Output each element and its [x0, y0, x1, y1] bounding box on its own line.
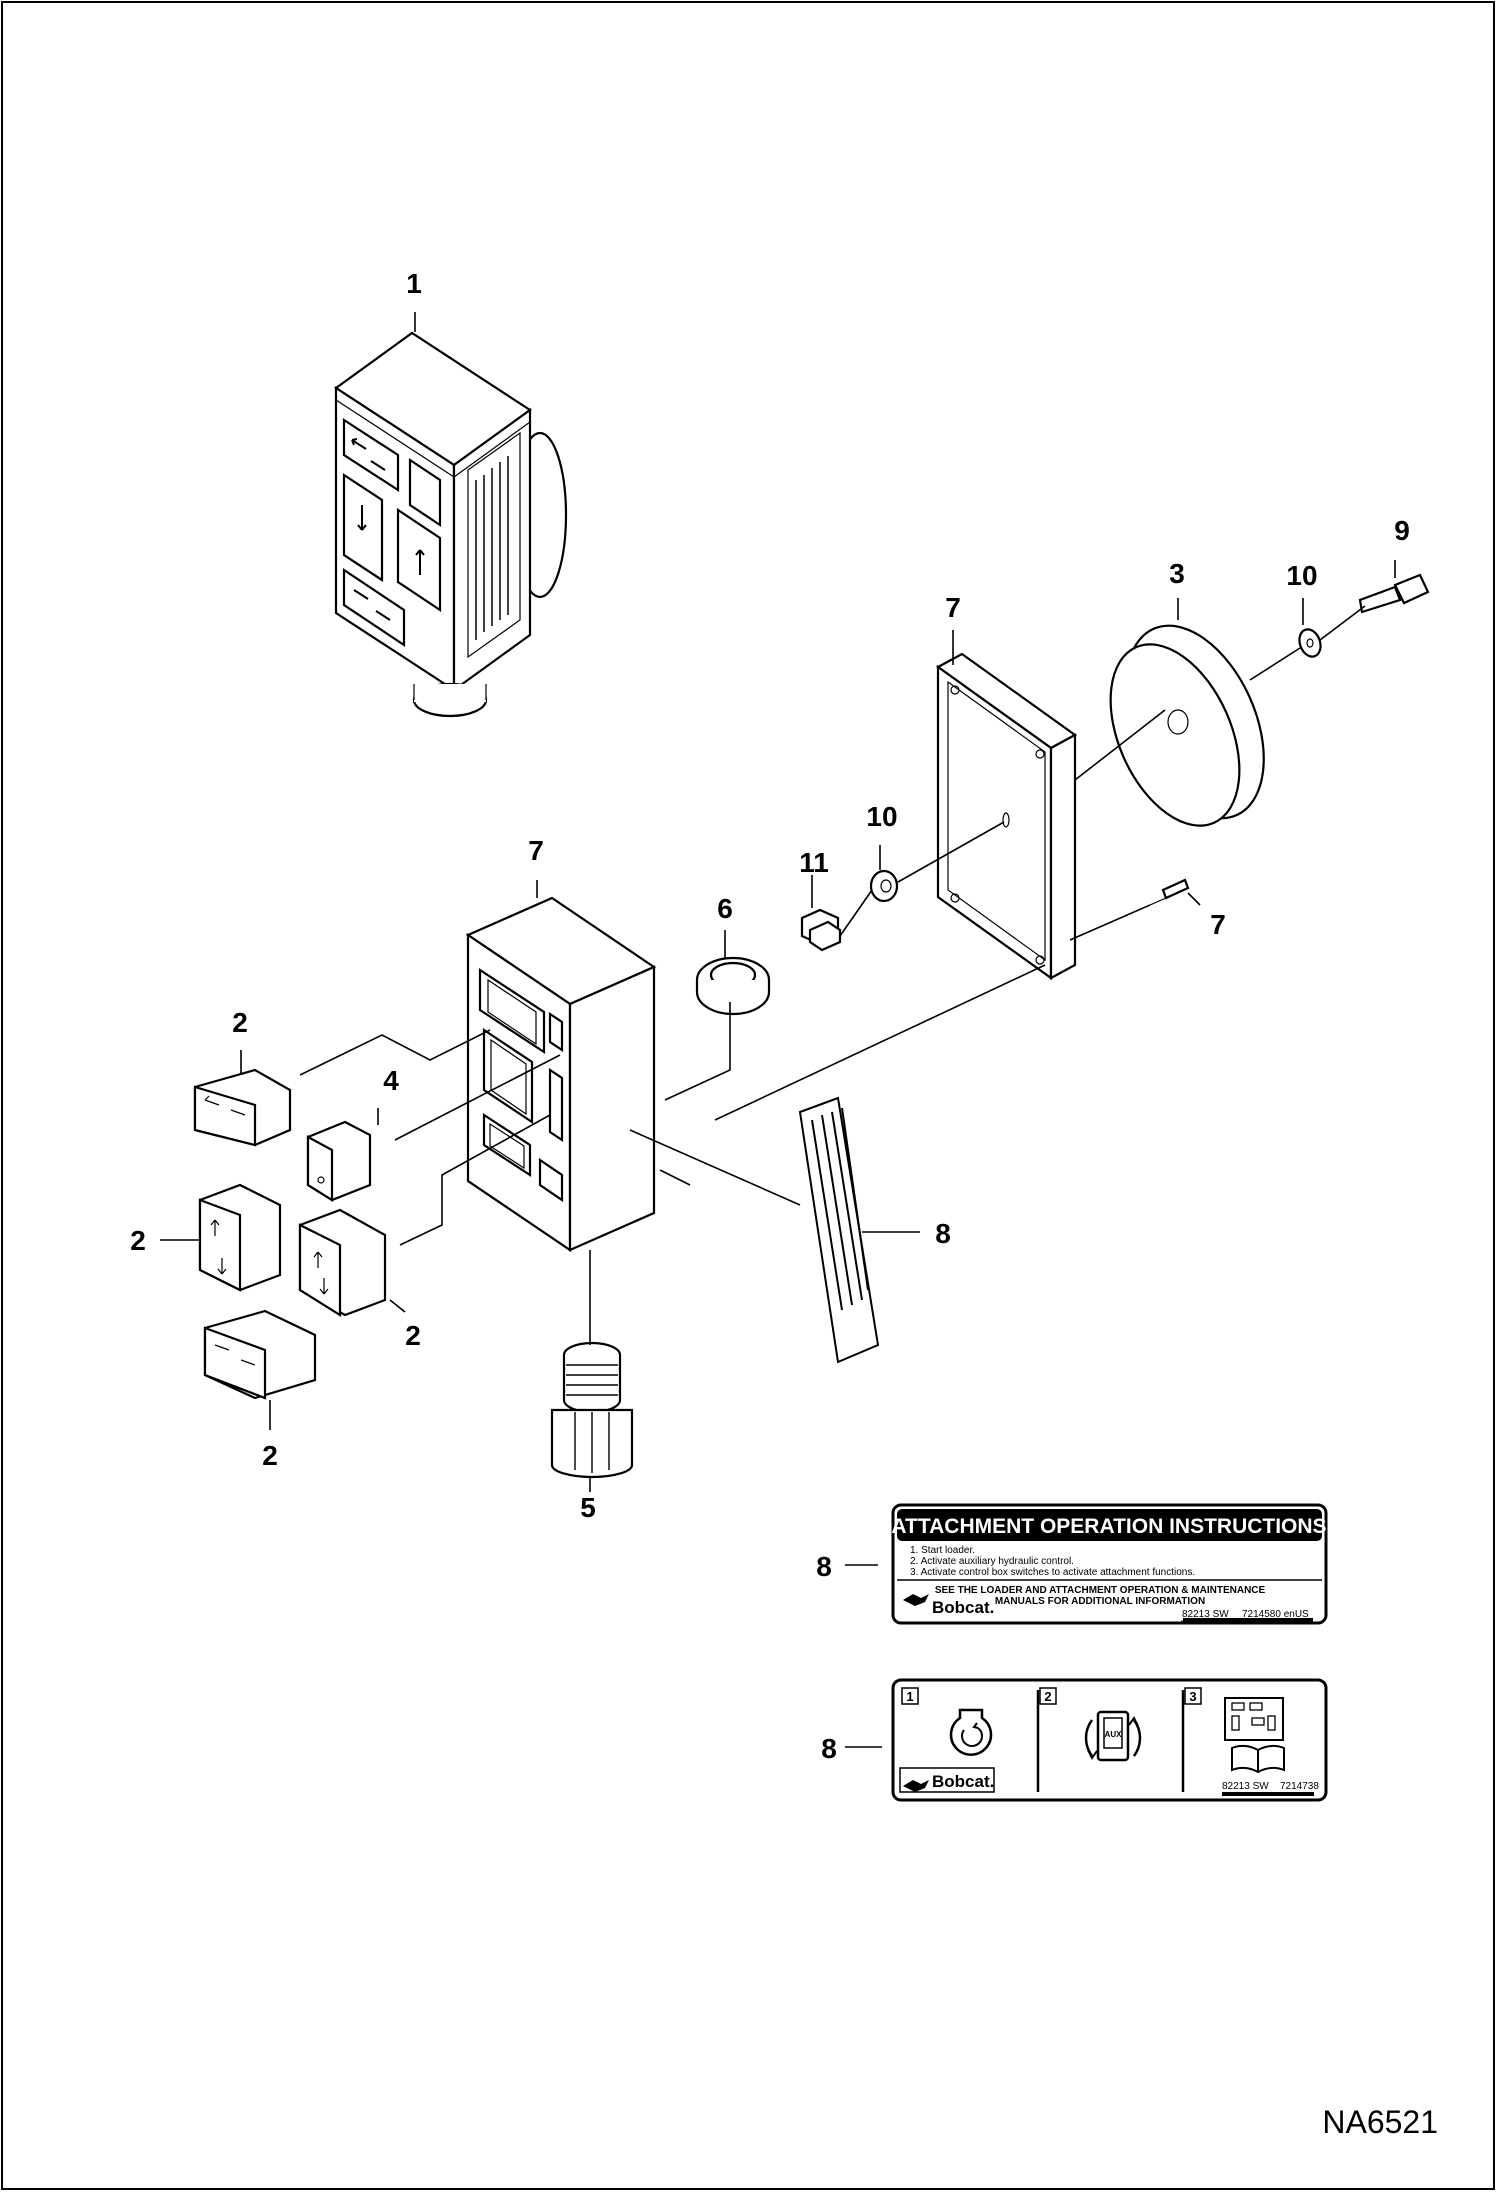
label-on-box: [798, 1096, 880, 1364]
callout-7-box: 7: [528, 835, 544, 866]
callout-2-left: 2: [130, 1225, 146, 1256]
magnet-cup: [1109, 624, 1265, 827]
decal-step-1: 1. Start loader.: [910, 1545, 975, 1556]
decal-step-3: 3. Activate control box switches to acti…: [910, 1567, 1195, 1578]
decal-title: ATTACHMENT OPERATION INSTRUCTIONS: [891, 1515, 1326, 1538]
cable-gland: [550, 1341, 634, 1479]
callout-10-lower: 10: [866, 801, 897, 832]
callout-11: 11: [799, 847, 829, 878]
leader-lines: [160, 312, 1396, 1748]
manual-book-icon: [1231, 1744, 1285, 1774]
lock-nut: [695, 956, 771, 1016]
barcode-icon-2: [1222, 1792, 1314, 1796]
rocker-switch-2a: [193, 1068, 292, 1147]
callout-6: 6: [717, 893, 733, 924]
callout-7-cover: 7: [945, 592, 961, 623]
decal-panel-1: 1: [906, 1689, 913, 1704]
callout-2-right: 2: [405, 1320, 421, 1351]
decal-panel-2: 2: [1044, 1689, 1051, 1704]
rocker-switch-2b: [198, 1183, 282, 1292]
cover-plate: [935, 652, 1078, 981]
callout-8-decal-2: 8: [821, 1733, 837, 1764]
callout-7-screw: 7: [1210, 909, 1226, 940]
callout-10-upper: 10: [1286, 560, 1317, 591]
decal-code-left: 82213 SW: [1182, 1609, 1229, 1620]
rocker-switch-4: [306, 1120, 372, 1202]
callout-2-top: 2: [232, 1007, 248, 1038]
decal-pictorial-code-right: 7214738: [1280, 1781, 1319, 1792]
decal-pictorial-brand: Bobcat.: [932, 1772, 994, 1791]
bobcat-logo-icon: [903, 1594, 929, 1606]
decal-pictorial: 1 2 3 Bobcat. AUX: [891, 1678, 1328, 1802]
aux-hydraulic-icon: [1084, 1710, 1142, 1762]
decal-brand: Bobcat.: [932, 1598, 994, 1617]
decal-panel-3: 3: [1189, 1689, 1196, 1704]
decal-note-1: SEE THE LOADER AND ATTACHMENT OPERATION …: [935, 1585, 1266, 1596]
callout-8-label: 8: [935, 1218, 951, 1249]
callout-5: 5: [580, 1492, 596, 1523]
callout-9: 9: [1394, 515, 1410, 546]
decal-pictorial-code-left: 82213 SW: [1222, 1781, 1269, 1792]
callout-8-decal-1: 8: [816, 1551, 832, 1582]
switch-box-body: [465, 896, 657, 1253]
bolt: [1358, 573, 1430, 614]
decal-code-right: 7214580 enUS: [1242, 1609, 1309, 1620]
rocker-switch-2d: [203, 1309, 317, 1400]
callout-1: 1: [406, 268, 422, 299]
callouts: 1 2 2 2 2 3 4 5 6 7 7 7 8 8 8 9 10 10 11: [130, 268, 1410, 1764]
control-box-icon: [1224, 1697, 1284, 1741]
rocker-switch-2c: [298, 1208, 387, 1317]
barcode-icon-1: [1183, 1618, 1313, 1622]
decal-instructions: ATTACHMENT OPERATION INSTRUCTIONS 1. Sta…: [891, 1503, 1328, 1625]
engine-start-icon: [949, 1708, 993, 1756]
washer-lower: [869, 869, 899, 903]
screw: [1149, 878, 1190, 906]
callout-3: 3: [1169, 558, 1185, 589]
callout-4: 4: [383, 1065, 399, 1096]
bobcat-logo-icon-2: [903, 1780, 929, 1792]
decal-aux-label: AUX: [1105, 1730, 1123, 1739]
callout-2-bottom: 2: [262, 1440, 278, 1471]
control-box-assembly: [334, 331, 568, 718]
decal-note-2: MANUALS FOR ADDITIONAL INFORMATION: [995, 1596, 1205, 1607]
decal-step-2: 2. Activate auxiliary hydraulic control.: [910, 1556, 1074, 1567]
washer-upper: [1298, 628, 1322, 658]
figure-id: NA6521: [1322, 2104, 1438, 2140]
nut: [800, 908, 842, 952]
